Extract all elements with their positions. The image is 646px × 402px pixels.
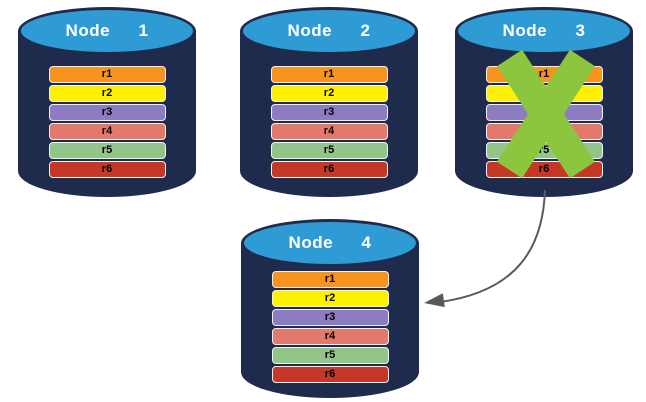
node-title: Node 1 <box>65 21 149 40</box>
replica-label: r5 <box>538 144 550 156</box>
replica-label: r1 <box>538 68 550 80</box>
replica-label: r4 <box>323 125 335 137</box>
cylinder-top: Node 1 <box>18 7 196 55</box>
replica-bar-r6: r6 <box>270 161 388 178</box>
replica-label: r4 <box>324 330 336 342</box>
node-4: Node 4 r1 r2 r3 r4 r5 r6 <box>241 219 419 398</box>
replica-bar-r3: r3 <box>48 104 166 121</box>
replica-bar-r5: r5 <box>270 142 388 159</box>
replica-label: r1 <box>324 273 336 285</box>
replica-bar-r2: r2 <box>270 85 388 102</box>
replica-bar-r3: r3 <box>271 309 389 326</box>
replica-label: r1 <box>323 68 335 80</box>
replica-bar-r4: r4 <box>48 123 166 140</box>
node-2: Node 2 r1 r2 r3 r4 r5 r6 <box>240 7 418 197</box>
replica-list: r1 r2 r3 r4 r5 r6 <box>18 66 196 180</box>
node-title: Node 2 <box>287 21 371 40</box>
replica-list: r1 r2 r3 r4 r5 r6 <box>241 271 419 385</box>
replica-label: r3 <box>323 106 335 118</box>
replica-bar-r6: r6 <box>48 161 166 178</box>
replica-bar-r3: r3 <box>270 104 388 121</box>
replica-list: r1 r2 r3 r4 r5 r6 <box>240 66 418 180</box>
cylinder-top: Node 2 <box>240 7 418 55</box>
replica-label: r6 <box>101 163 113 175</box>
replica-label: r2 <box>323 87 335 99</box>
replica-label: r2 <box>324 292 336 304</box>
replica-label: r3 <box>101 106 113 118</box>
replica-bar-r4: r4 <box>270 123 388 140</box>
replica-label: r4 <box>101 125 113 137</box>
replica-bar-r1: r1 <box>48 66 166 83</box>
replica-bar-r2: r2 <box>271 290 389 307</box>
replica-bar-r1: r1 <box>270 66 388 83</box>
cylinder-top: Node 4 <box>241 219 419 267</box>
replica-label: r5 <box>101 144 113 156</box>
replica-label: r6 <box>538 163 550 175</box>
replica-label: r5 <box>324 349 336 361</box>
replica-label: r1 <box>101 68 113 80</box>
replica-label: r6 <box>323 163 335 175</box>
node-title: Node 4 <box>288 233 372 252</box>
replica-bar-r4: r4 <box>271 328 389 345</box>
cylinder-top: Node 3 <box>455 7 633 55</box>
replica-bar-r1: r1 <box>271 271 389 288</box>
replica-bar-r6: r6 <box>271 366 389 383</box>
replica-label: r3 <box>324 311 336 323</box>
node-1: Node 1 r1 r2 r3 r4 r5 r6 <box>18 7 196 197</box>
replica-label: r5 <box>323 144 335 156</box>
node-title: Node 3 <box>502 21 586 40</box>
replica-label: r6 <box>324 368 336 380</box>
replica-bar-r2: r2 <box>48 85 166 102</box>
replica-bar-r5: r5 <box>271 347 389 364</box>
replica-bar-r5: r5 <box>48 142 166 159</box>
node-3: Node 3 r1 r2 r3 r4 r5 r6 <box>455 7 633 197</box>
replica-label: r2 <box>101 87 113 99</box>
failure-x-icon <box>496 49 596 179</box>
